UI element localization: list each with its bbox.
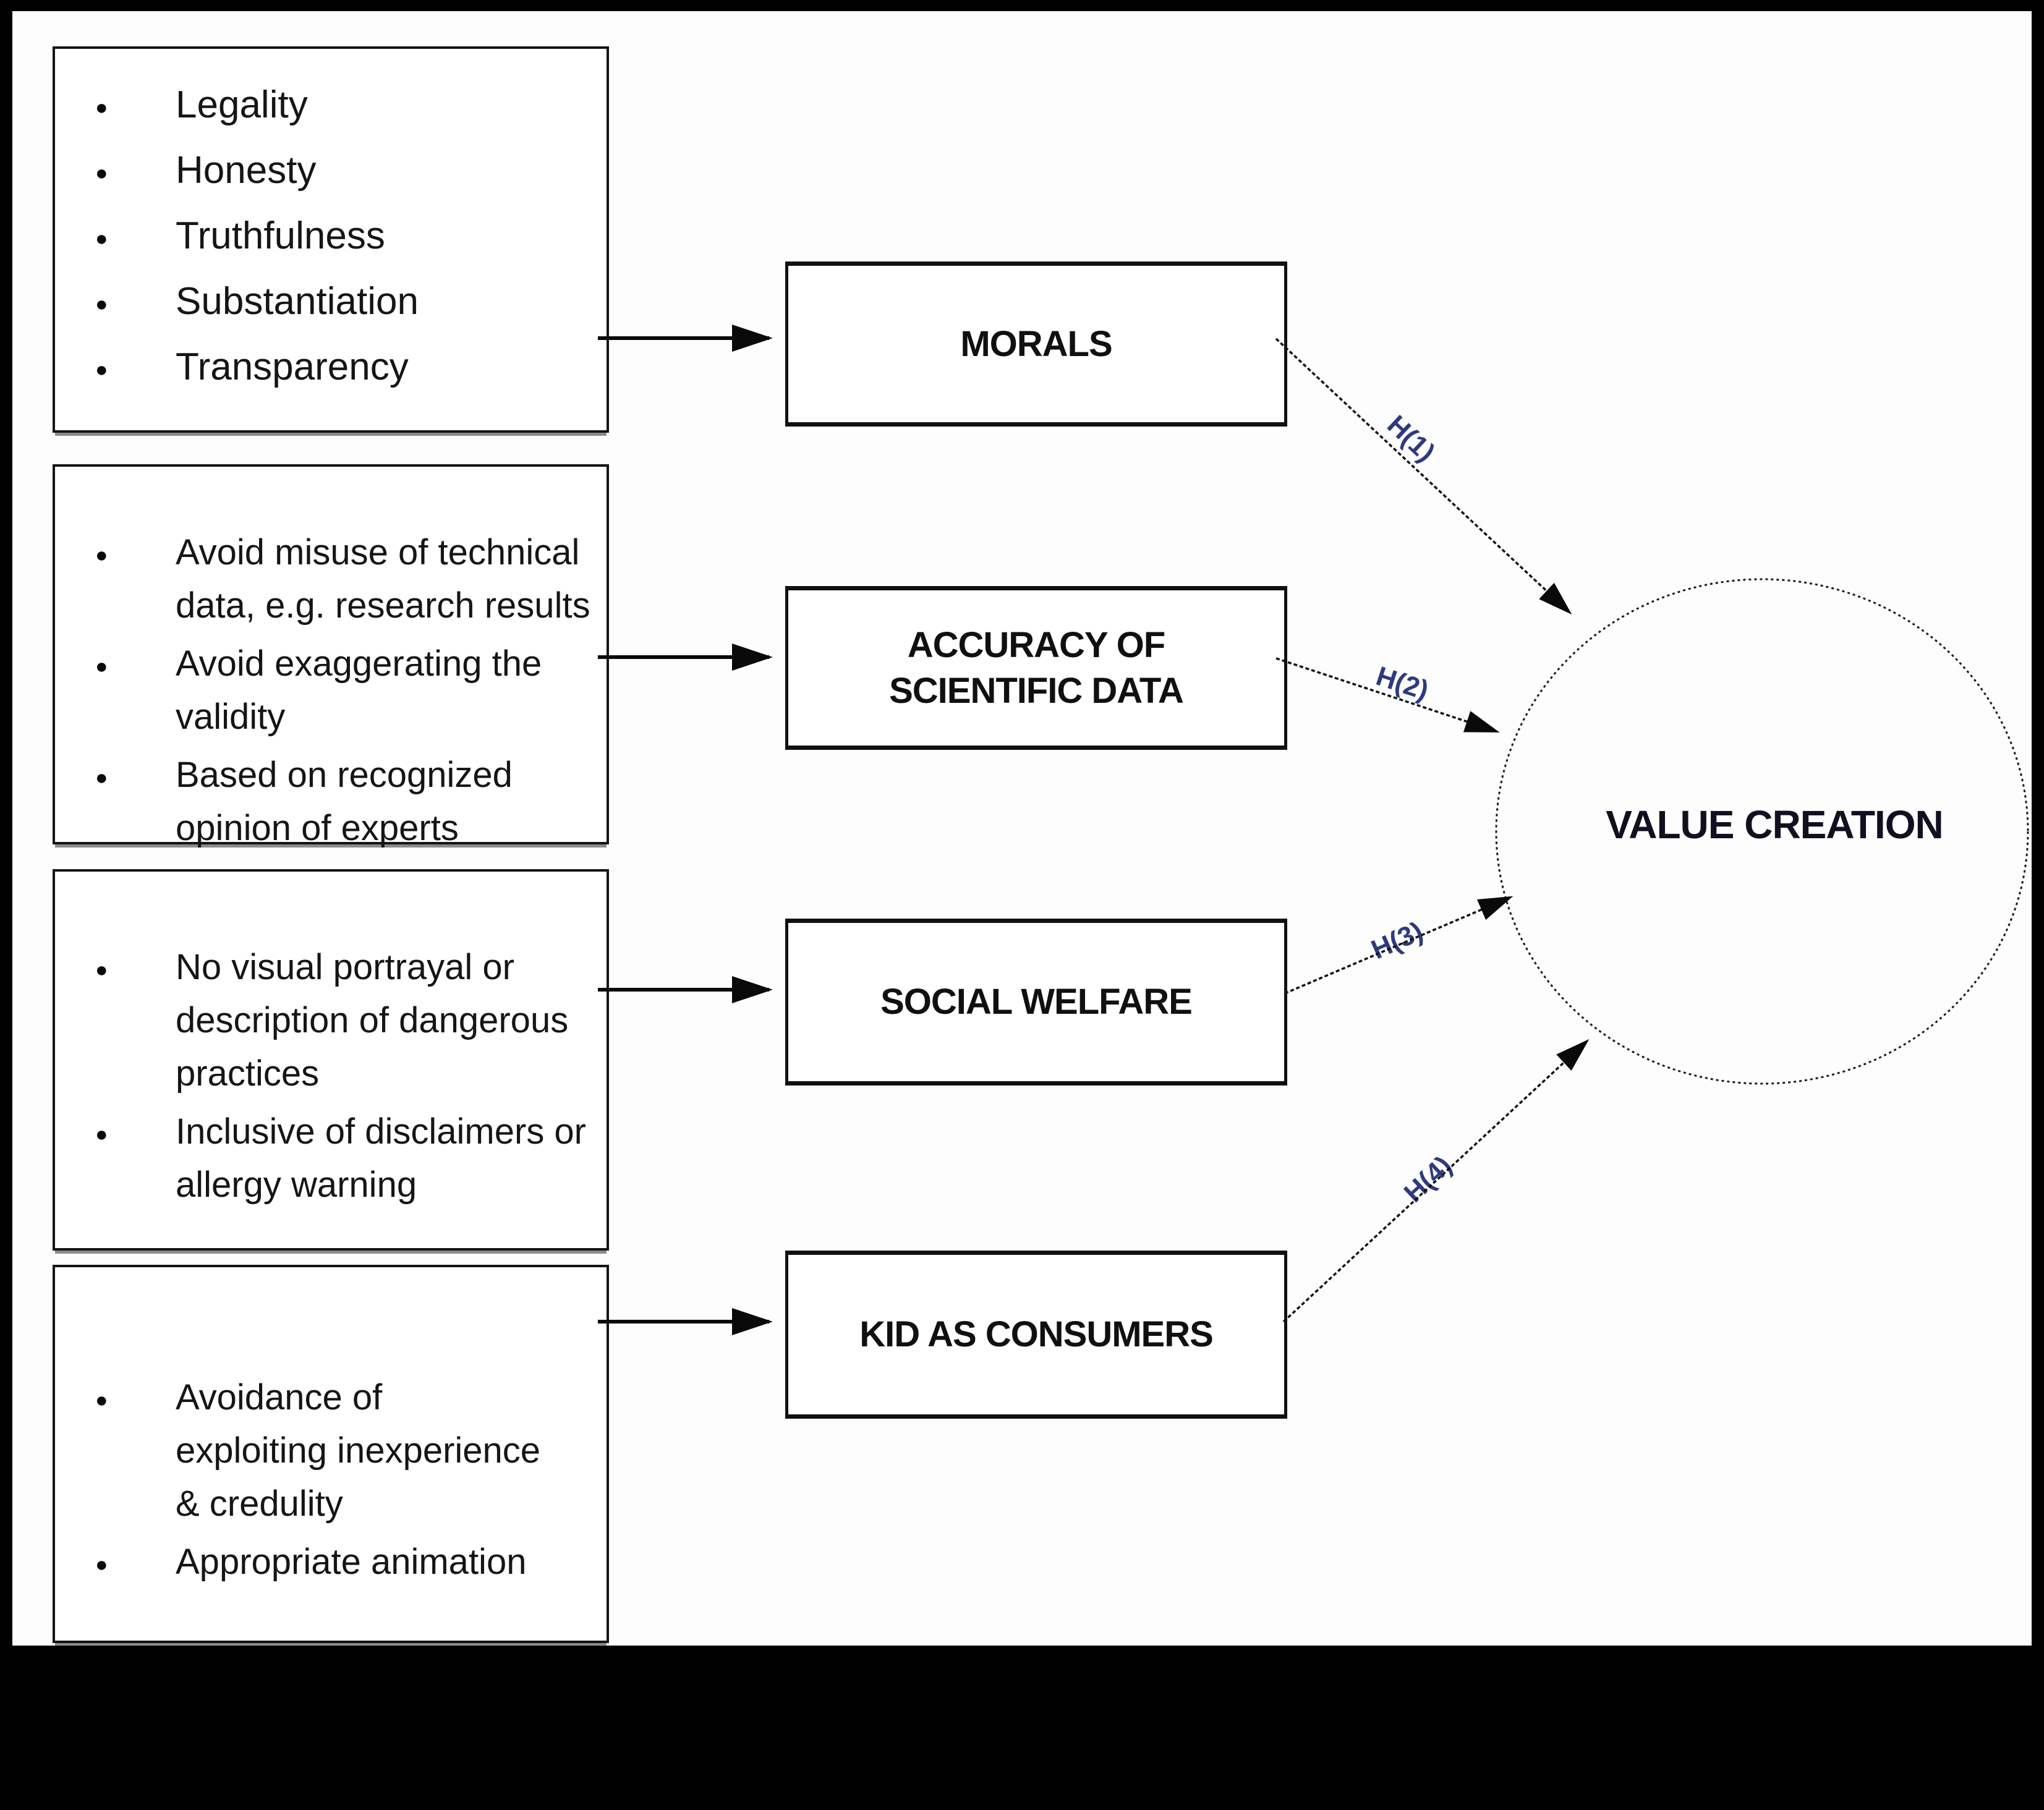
criteria-item: Inclusive of disclaimers or allergy warn… (89, 1105, 594, 1212)
criteria-box-accuracy: Avoid misuse of technical data, e.g. res… (53, 464, 609, 848)
construct-label: KID AS CONSUMERS (859, 1314, 1214, 1354)
criteria-item: Truthfulness (89, 216, 594, 260)
criteria-item: Based on recognized opinion of experts (89, 749, 594, 855)
construct-label: MORALS (960, 323, 1112, 364)
criteria-item: Avoidance of exploiting inexperience & c… (89, 1371, 594, 1531)
construct-box-morals: MORALS (785, 261, 1287, 427)
criteria-box-kids: Avoidance of exploiting inexperience & c… (53, 1265, 609, 1643)
hypothesis-label-h3: H(3) (1366, 916, 1428, 966)
construct-box-kids: KID AS CONSUMERS (785, 1251, 1287, 1419)
criteria-item: Appropriate animation (89, 1536, 594, 1591)
construct-label: SOCIAL WELFARE (880, 982, 1193, 1022)
criteria-item: Substantiation (89, 281, 594, 325)
scanned-page: Legality Honesty Truthfulness Substantia… (12, 11, 2032, 1646)
criteria-box-social-welfare: No visual portrayal or description of da… (53, 869, 609, 1251)
hypothesis-label-h4: H(4) (1398, 1150, 1458, 1209)
criteria-list: Avoidance of exploiting inexperience & c… (55, 1371, 607, 1591)
criteria-list: Legality Honesty Truthfulness Substantia… (55, 85, 607, 391)
criteria-item: Avoid exaggerating the validity (89, 637, 594, 744)
value-creation-ellipse-label-area: VALUE CREATION (1509, 590, 2040, 1095)
criteria-item: Legality (89, 85, 594, 129)
criteria-list: No visual portrayal or description of da… (55, 941, 607, 1212)
construct-label: ACCURACY OF SCIENTIFIC DATA (889, 624, 1184, 711)
criteria-box-morals: Legality Honesty Truthfulness Substantia… (53, 46, 609, 433)
hypothesis-label-h1: H(1) (1381, 409, 1441, 468)
criteria-item: Avoid misuse of technical data, e.g. res… (89, 526, 594, 632)
hypothesis-label-h2: H(2) (1372, 661, 1433, 707)
criteria-list: Avoid misuse of technical data, e.g. res… (55, 526, 607, 855)
construct-box-social-welfare: SOCIAL WELFARE (785, 919, 1287, 1086)
outcome-label: VALUE CREATION (1606, 802, 1943, 847)
criteria-item: No visual portrayal or description of da… (89, 941, 594, 1100)
criteria-item: Honesty (89, 150, 594, 194)
criteria-item: Transparency (89, 347, 594, 391)
construct-box-accuracy: ACCURACY OF SCIENTIFIC DATA (785, 586, 1287, 750)
